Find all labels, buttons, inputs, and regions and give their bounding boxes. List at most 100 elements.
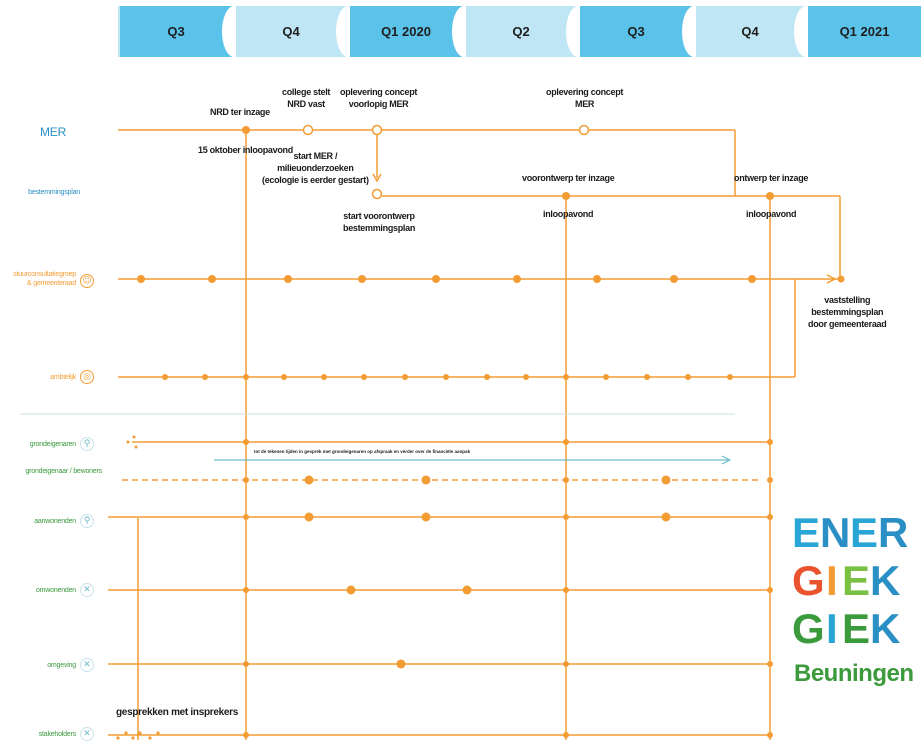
ambtelijk-meeting-13: [644, 374, 650, 380]
omwonenden-meeting-1: [243, 587, 249, 593]
stuurgroep-meeting-9: [748, 275, 756, 283]
omwonenden-meeting-4: [563, 587, 569, 593]
ambtelijk-meeting-6: [361, 374, 367, 380]
annotation-inloopavond-2: inloopavond: [746, 209, 797, 219]
target-icon: ◎: [80, 370, 94, 384]
omgeving-meeting-2: [396, 659, 406, 669]
arrow-head: [826, 274, 837, 284]
stuurgroep-meeting-2: [208, 275, 216, 283]
ambtelijk-meeting-15: [727, 374, 733, 380]
annotation-start-voorontwerp: start voorontwerp bestemmingsplan: [343, 211, 416, 233]
annotation-arrow-note: tot de tekenen tijden in gesprek met gro…: [254, 449, 471, 454]
aanwonenden-meeting-4: [563, 514, 569, 520]
bewoners-meeting-6: [767, 477, 773, 483]
milestone-start-voorontwerp: [371, 188, 383, 200]
ambtelijk-meeting-5: [321, 374, 327, 380]
cross-icon: ✕: [80, 583, 94, 597]
aanwonenden-meeting-5: [661, 512, 671, 522]
stakeholder-talk-4: [138, 731, 142, 735]
stakeholders-meeting-2: [563, 732, 569, 738]
bewoners-meeting-2: [304, 475, 314, 485]
quarter-5: Q3: [580, 6, 692, 57]
milestone-ontwerp: [766, 192, 774, 200]
row-label-mer: MER: [40, 125, 67, 139]
aanwonenden-meeting-1: [243, 514, 249, 520]
milestone-oplevering-voorlopig: [371, 124, 383, 136]
ambtelijk-meeting-10: [523, 374, 529, 380]
row-label-stakeholders: stakeholders: [38, 731, 76, 738]
ambtelijk-meeting-2: [202, 374, 208, 380]
stakeholder-talk-5: [148, 736, 152, 740]
annotation-oplevering-concept-mer: oplevering concept MER: [546, 87, 624, 109]
grondeigenaren-marker: [243, 439, 249, 445]
cross-icon: ✕: [80, 727, 94, 741]
people-icon: ☺: [80, 274, 94, 288]
ambtelijk-meeting-9: [484, 374, 490, 380]
stuurgroep-meeting-6: [513, 275, 521, 283]
quarter-4: Q2: [466, 6, 576, 57]
grondeigenaren-dot: [134, 445, 138, 449]
annotation-oplevering-voorlopig: oplevering concept voorlopig MER: [340, 87, 418, 109]
row-label-grondeigenaren-bewoners: grondeigenaar / bewoners: [25, 468, 102, 475]
stuurgroep-meeting-7: [593, 275, 601, 283]
omwonenden-meeting-3: [462, 585, 472, 595]
aanwonenden-meeting-3: [421, 512, 431, 522]
row-label-grondeigenaren: grondeigenaren: [29, 441, 76, 448]
milestone-oplevering-concept: [578, 124, 590, 136]
annotation-vaststelling: vaststelling bestemmingsplan door gemeen…: [808, 295, 887, 329]
stuurgroep-meeting-3: [284, 275, 292, 283]
stakeholder-talk-1: [116, 736, 120, 740]
omgeving-meeting-4: [767, 661, 773, 667]
bewoners-meeting-1: [243, 477, 249, 483]
stakeholders-meeting-1: [243, 732, 249, 738]
ambtelijk-meeting-12: [603, 374, 609, 380]
omwonenden-meeting-5: [767, 587, 773, 593]
logo-letter-i: I: [826, 557, 838, 604]
omgeving-meeting-3: [563, 661, 569, 667]
stuurgroep-meeting-4: [358, 275, 366, 283]
logo-letter-e: E: [792, 509, 820, 556]
stakeholder-talk-3: [131, 736, 135, 740]
ambtelijk-meeting-7: [402, 374, 408, 380]
ambtelijk-meeting-3: [243, 374, 249, 380]
bewoners-meeting-5: [661, 475, 671, 485]
quarter-6: Q4: [696, 6, 804, 57]
stuurgroep-meeting-1: [137, 275, 145, 283]
arrow-head: [372, 173, 382, 183]
milestone-voorontwerp: [562, 192, 570, 200]
row-label-stuurgroep: stuurconsultatiegroep & gemeenteraad: [13, 271, 76, 287]
omgeving-meeting-1: [243, 661, 249, 667]
grondeigenaren-dot: [132, 435, 136, 439]
bewoners-meeting-3: [421, 475, 431, 485]
annotation-voorontwerp-inzage: voorontwerp ter inzage: [522, 173, 615, 183]
milestone-college: [302, 124, 314, 136]
logo-letter-g: G: [792, 557, 825, 604]
annotation-nrd-ter-inzage: NRD ter inzage: [210, 107, 270, 117]
grondeigenaren-marker: [563, 439, 569, 445]
aanwonenden-meeting-2: [304, 512, 314, 522]
logo-letter-n: N: [820, 509, 850, 556]
annotation-college-stelt: college stelt NRD vast: [282, 87, 331, 109]
bewoners-meeting-4: [563, 477, 569, 483]
annotation-start-mer: start MER / milieuonderzoeken (ecologie …: [262, 151, 369, 185]
stuurgroep-meeting-8: [670, 275, 678, 283]
milestone-vaststelling: [837, 275, 845, 283]
annotation-gesprekken: gesprekken met insprekers: [116, 707, 239, 718]
logo-letter-e3: E: [842, 557, 870, 604]
logo-letter-e4: E: [842, 605, 870, 652]
milestone-nrd: [242, 126, 250, 134]
grondeigenaren-dot: [126, 440, 130, 444]
energiek-beuningen-logo: E N E R G I E K G I E K Beuningen: [788, 508, 914, 698]
arrow-head: [721, 455, 732, 465]
annotation-inloopavond-15-okt: 15 oktober inloopavond: [198, 145, 293, 155]
pin-icon: ⚲: [80, 437, 94, 451]
ambtelijk-meeting-11: [563, 374, 569, 380]
quarter-7: Q1 2021: [808, 6, 921, 57]
aanwonenden-meeting-6: [767, 514, 773, 520]
cross-icon: ✕: [80, 658, 94, 672]
pin-icon: ⚲: [80, 514, 94, 528]
logo-letter-r: R: [878, 509, 908, 556]
row-label-omwonenden: omwonenden: [35, 587, 76, 594]
logo-letter-k: K: [870, 557, 900, 604]
